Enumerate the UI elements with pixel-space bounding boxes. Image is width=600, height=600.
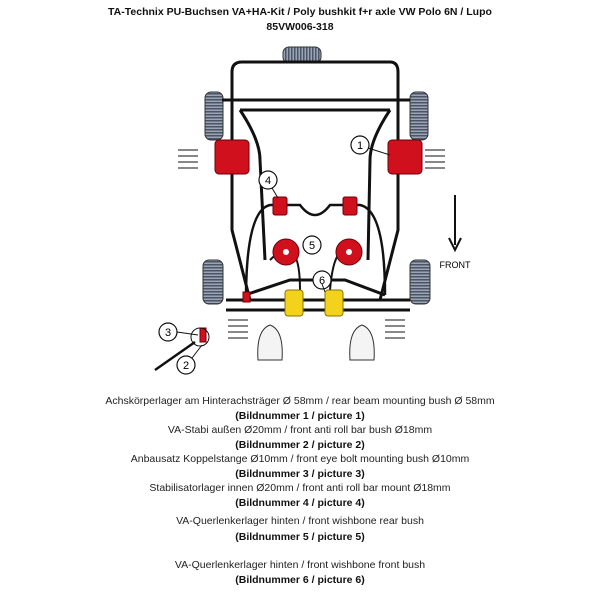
item-3-picture: (Bildnummer 3 / picture 3)	[235, 468, 365, 480]
yellow-mounts	[284, 289, 344, 317]
item-1-picture: (Bildnummer 1 / picture 1)	[235, 410, 365, 422]
item-6-description: VA-Querlenkerlager hinten / front wishbo…	[174, 559, 426, 571]
item-3-description: Anbausatz Koppelstange Ø10mm / front eye…	[130, 453, 470, 465]
item-5-description: VA-Querlenkerlager hinten / front wishbo…	[176, 515, 424, 527]
callout-4	[258, 170, 278, 190]
tire-rear-left	[204, 91, 224, 141]
anti-roll-bar	[244, 203, 387, 301]
callout-1-label: 1	[357, 140, 363, 152]
strut-left	[257, 324, 283, 361]
callout-1	[350, 135, 370, 155]
front-arrow-icon	[448, 195, 462, 253]
callout-2	[176, 355, 196, 375]
callout-4-label: 4	[265, 175, 271, 187]
springs	[178, 149, 445, 339]
callout-5	[302, 235, 322, 255]
callout-5-label: 5	[309, 240, 315, 252]
front-label: FRONT	[440, 260, 471, 270]
page-title: TA-Technix PU-Buchsen VA+HA-Kit / Poly b…	[108, 6, 492, 18]
item-4-picture: (Bildnummer 4 / picture 4)	[235, 497, 365, 509]
suspension-diagram: 1 2 3 4 5 6 FRONT	[154, 46, 471, 375]
item-5-picture: (Bildnummer 5 / picture 5)	[235, 531, 365, 543]
callout-2-label: 2	[183, 360, 189, 372]
tire-front-left	[202, 259, 224, 305]
item-1-description: Achskörperlager am Hinterachsträger Ø 58…	[105, 395, 495, 407]
tire-front-right	[409, 259, 431, 305]
callout-3-label: 3	[165, 327, 171, 339]
item-2-picture: (Bildnummer 2 / picture 2)	[235, 439, 365, 451]
strut-right	[349, 324, 375, 361]
callout-6	[312, 270, 332, 290]
item-4-description: Stabilisatorlager innen Ø20mm / front an…	[149, 482, 451, 494]
part-number: 85VW006-318	[266, 21, 334, 33]
item-2-description: VA-Stabi außen Ø20mm / front anti roll b…	[167, 424, 433, 436]
item-6-picture: (Bildnummer 6 / picture 6)	[235, 574, 365, 586]
tire-rear-right	[409, 91, 429, 141]
callout-6-label: 6	[319, 275, 325, 287]
